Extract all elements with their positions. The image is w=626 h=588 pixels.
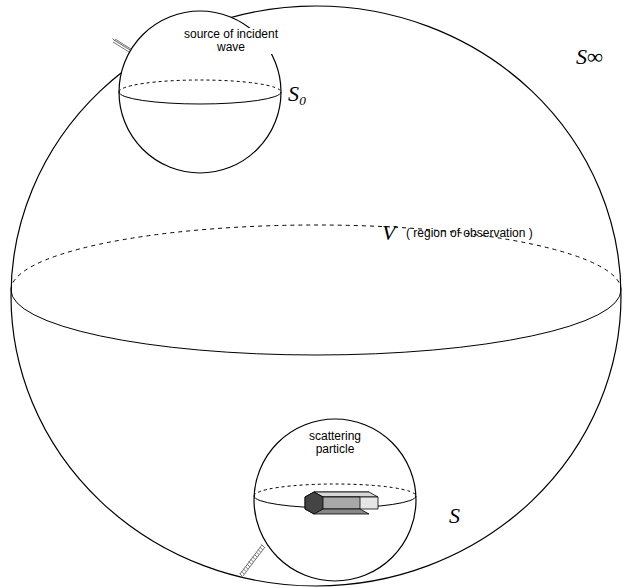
rod-hatch bbox=[254, 554, 257, 557]
rod-hatch bbox=[243, 569, 246, 572]
rod-hatch bbox=[247, 564, 250, 567]
surface-label: S₀ bbox=[288, 82, 307, 106]
rod-hatch bbox=[240, 574, 243, 577]
rod-hatch bbox=[256, 552, 259, 555]
particle-label: scattering particle bbox=[298, 430, 372, 456]
support-rod bbox=[243, 547, 265, 576]
particle-sphere: scattering particleS bbox=[253, 418, 417, 582]
surface-label: S bbox=[449, 504, 460, 528]
observation-sphere: S∞ V ( region of observation ) source of in… bbox=[10, 5, 622, 587]
rod-hatch bbox=[241, 571, 244, 574]
source-sphere: source of incident waveS₀ bbox=[118, 10, 282, 174]
support-rod bbox=[115, 39, 131, 49]
source-label: source of incident wave bbox=[176, 28, 286, 54]
rod-hatch bbox=[113, 39, 116, 42]
region-label: V bbox=[382, 221, 395, 245]
region-caption: ( region of observation ) bbox=[406, 227, 533, 240]
rod-hatch bbox=[251, 559, 254, 562]
rod-hatch bbox=[258, 549, 261, 552]
rod-hatch bbox=[252, 557, 255, 560]
rod-hatch bbox=[249, 561, 252, 564]
support-rod bbox=[113, 42, 129, 52]
rod-hatch bbox=[260, 547, 263, 550]
rod-hatch bbox=[262, 545, 265, 548]
support-rod bbox=[240, 545, 262, 574]
rod-hatch bbox=[245, 566, 248, 569]
surface-label: S∞ bbox=[576, 45, 603, 69]
